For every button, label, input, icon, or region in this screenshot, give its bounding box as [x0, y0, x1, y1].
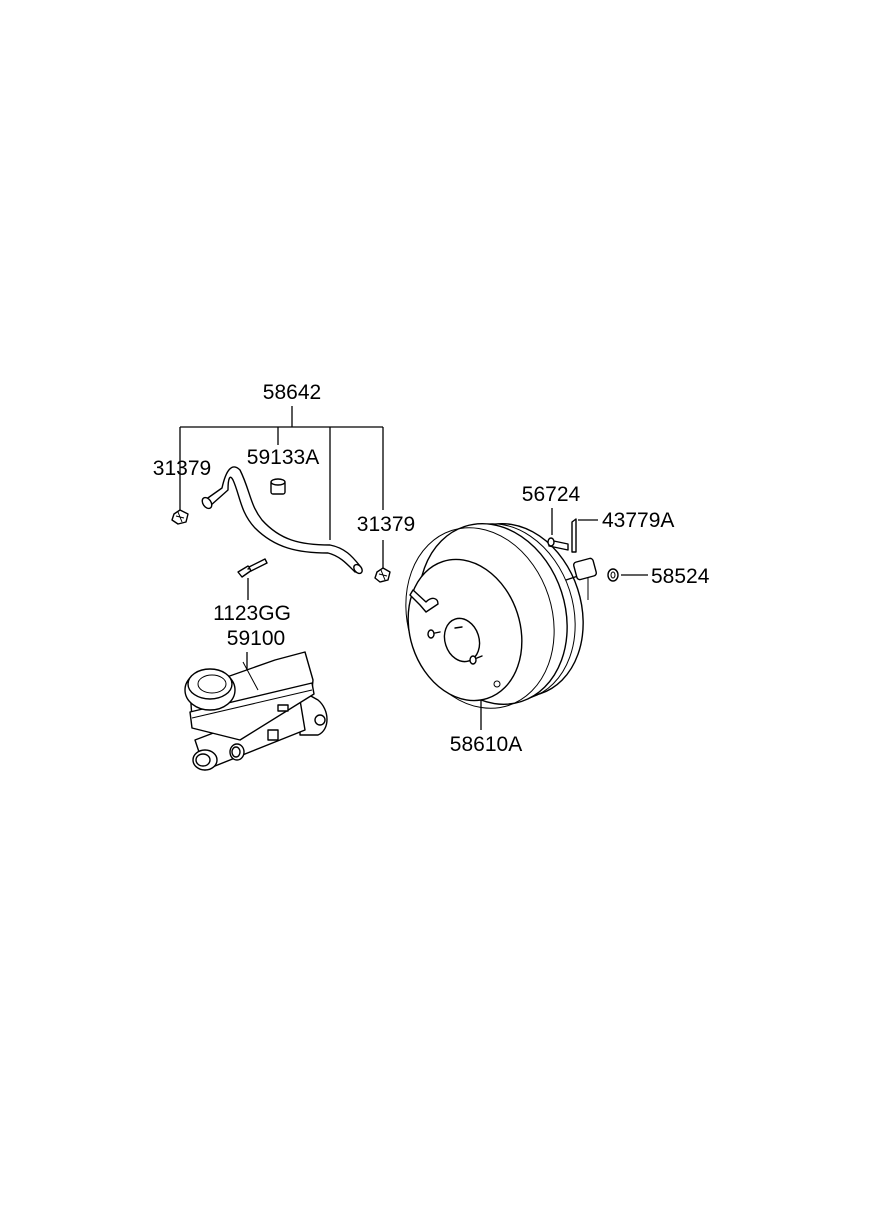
connector-part	[270, 478, 286, 495]
label-clip-right: 31379	[357, 513, 415, 536]
label-clevis-nut: 58524	[651, 565, 710, 588]
clip-left-part	[171, 509, 189, 525]
label-booster: 58610A	[450, 733, 522, 756]
clip-pin-part	[571, 518, 577, 553]
pin-part	[547, 537, 569, 551]
label-connector: 59133A	[247, 446, 319, 469]
label-pin: 56724	[522, 483, 581, 506]
clip-right-part	[374, 567, 391, 583]
part-labels: 58642 31379 59133A 31379 1123GG 59100 58…	[153, 381, 710, 756]
label-master-cylinder: 59100	[227, 627, 285, 650]
master-cylinder	[184, 651, 328, 771]
label-bolt: 1123GG	[213, 602, 291, 625]
vacuum-hose	[201, 466, 363, 575]
label-hose-assembly: 58642	[263, 381, 321, 404]
brake-booster	[405, 523, 598, 709]
label-clip-pin: 43779A	[602, 509, 674, 532]
bolt-part	[237, 558, 268, 578]
leader-lines	[179, 406, 648, 730]
clevis-nut-part	[607, 568, 619, 582]
label-clip-left: 31379	[153, 457, 211, 480]
